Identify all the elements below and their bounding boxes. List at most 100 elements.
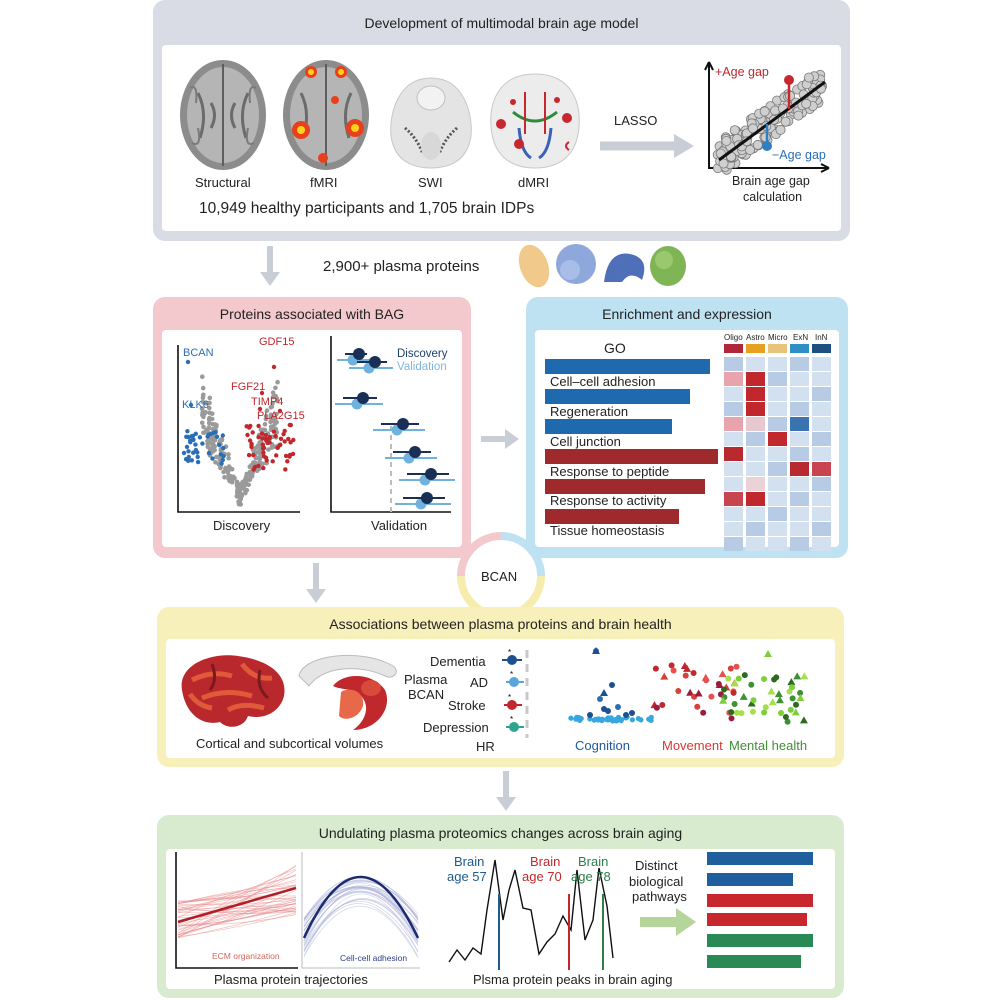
forest-point-discovery [357, 392, 369, 404]
cognition-triangle [592, 647, 600, 654]
brain-health-manhattan [568, 647, 809, 725]
heatmap-cell [746, 372, 765, 386]
cognition-point [605, 715, 611, 721]
volcano-point [221, 469, 226, 475]
heatmap-cell [746, 402, 765, 416]
mental-health-triangle [730, 679, 739, 687]
peak-57-line2: age 57 [447, 869, 487, 884]
celltype-micro: Micro [768, 333, 788, 342]
trajectory-blue-line [303, 900, 419, 952]
volcano-point [200, 393, 206, 399]
mental-health-point [797, 689, 804, 696]
celltype-oligo: Oligo [724, 333, 743, 342]
heatmap-cell [724, 447, 743, 461]
swi-label: SWI [418, 175, 443, 190]
volcano-point-down [218, 452, 223, 457]
heatmap-cell [790, 402, 809, 416]
volumes-caption: Cortical and subcortical volumes [196, 736, 384, 751]
cognition-triangle [600, 689, 608, 696]
volcano-point-down [220, 457, 225, 463]
volcano-point-down [200, 441, 205, 446]
heatmap-cell [724, 537, 743, 551]
discovery-caption: Discovery [213, 518, 271, 533]
trajectory-red-line [177, 885, 297, 911]
mental-health-point [731, 701, 738, 707]
mental-health-point [735, 675, 742, 682]
cortical-brain-icon [181, 655, 285, 727]
movement-triangle [660, 672, 669, 680]
outcome-depression: Depression [423, 720, 489, 735]
trajectory-red-line [177, 889, 297, 937]
movement-triangle [715, 680, 724, 688]
forest-point-discovery [421, 492, 433, 504]
mental-health-triangle [719, 696, 728, 704]
heatmap-cell [724, 522, 743, 536]
distinct-line2: biological [629, 874, 684, 889]
volcano-point [260, 461, 266, 467]
volcano-point [214, 454, 219, 460]
volcano-point [269, 445, 275, 450]
mental-health-point [750, 697, 757, 704]
domain-movement: Movement [662, 738, 723, 753]
mental-health-point [728, 709, 735, 716]
scatter-point [759, 106, 770, 117]
volcano-point-down [193, 442, 198, 447]
volcano-point [201, 430, 207, 435]
scatter-point [760, 132, 771, 143]
outcome-hr: HR [476, 739, 495, 754]
trajectory-red-line [177, 900, 297, 931]
heatmap-cell [746, 477, 765, 491]
mental-health-triangle [775, 696, 784, 704]
heatmap-cell [768, 447, 787, 461]
cognition-point [578, 716, 584, 722]
mental-health-triangle [774, 690, 783, 698]
forest-plot [330, 336, 455, 513]
volcano-point-up [263, 455, 269, 460]
volcano-point [205, 444, 211, 450]
heatmap-cell [812, 372, 831, 386]
outcome-dementia: Dementia [430, 654, 486, 669]
go-bars [545, 359, 718, 524]
trajectory-red-line [177, 907, 297, 935]
volcano-point-up [288, 440, 293, 445]
movement-triangle [683, 664, 692, 672]
volcano-point-up [256, 435, 261, 440]
minus-age-gap-label: −Age gap [772, 148, 826, 162]
svg-text:*: * [508, 648, 511, 657]
movement-triangle [686, 688, 695, 696]
volcano-point-up [277, 408, 283, 414]
volcano-point [263, 413, 269, 419]
mental-health-point [782, 714, 789, 720]
protein-structures-icon [518, 244, 686, 288]
volcano-label-timp4: TIMP4 [251, 396, 284, 408]
volcano-point [207, 400, 212, 406]
heatmap-cell [768, 387, 787, 401]
volcano-point-up [283, 467, 288, 472]
movement-triangle [701, 673, 710, 681]
age-gap-scatter [704, 61, 830, 175]
movement-point [708, 693, 715, 700]
peak-70-line2: age 70 [522, 869, 562, 884]
heatmap-cell [790, 522, 809, 536]
trajectory-blue-line [303, 905, 419, 959]
volcano-point-down [189, 458, 194, 463]
heatmap-cell [812, 477, 831, 491]
heatmap-cell [768, 462, 787, 476]
volcano-point [214, 422, 219, 428]
volcano-point [226, 455, 231, 461]
heatmap-cell [746, 537, 765, 551]
panel-brain-age-title: Development of multimodal brain age mode… [364, 15, 639, 31]
scatter-point [803, 72, 814, 83]
heatmap-cell [790, 372, 809, 386]
movement-point [694, 703, 701, 710]
pathway-bars [707, 852, 813, 968]
volcano-point-down [206, 450, 212, 456]
volcano-point [201, 424, 206, 430]
cognition-point [587, 712, 593, 718]
protein-trajectories-plot [175, 852, 420, 969]
expression-heatmap [724, 344, 832, 551]
volcano-point [236, 499, 241, 504]
volcano-label-pla2g15: PLA2G15 [257, 410, 305, 422]
volcano-point-down [195, 459, 201, 465]
volcano-point [273, 385, 278, 391]
